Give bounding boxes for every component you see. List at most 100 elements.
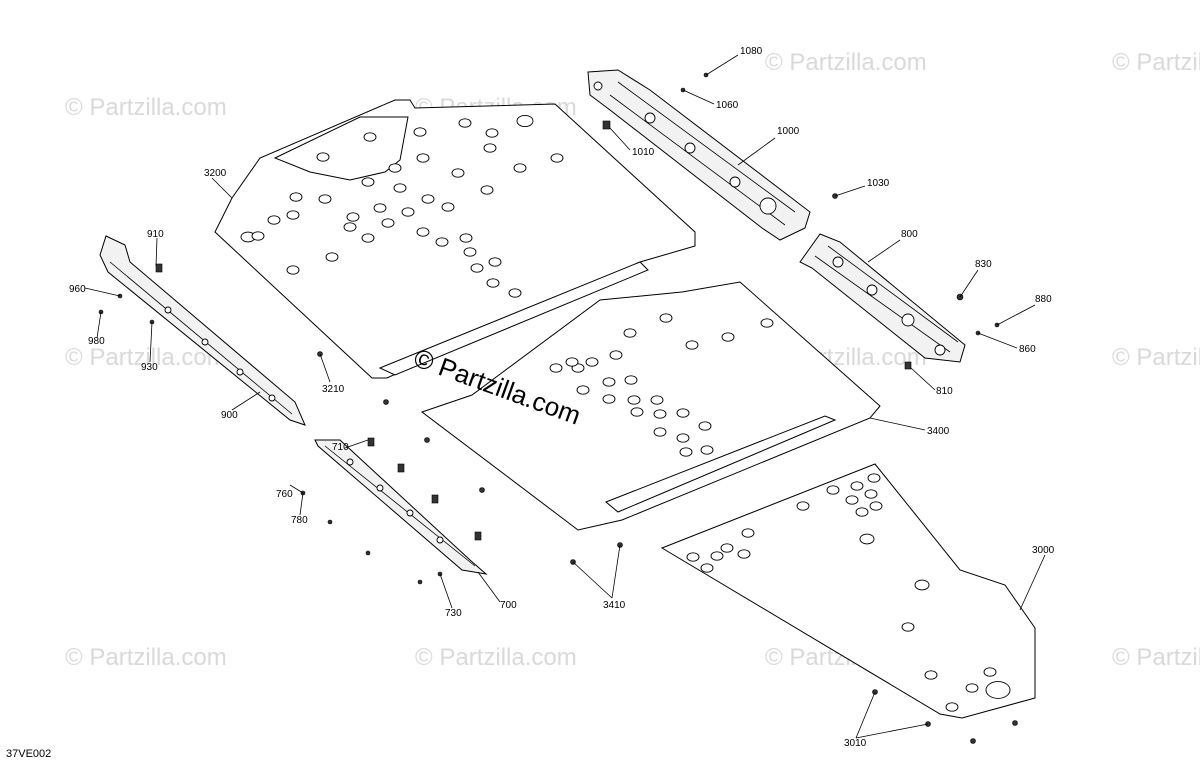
callout-1010: 1010 <box>632 147 655 158</box>
plate-hole <box>267 215 281 225</box>
plate-hole <box>679 447 693 457</box>
plate-hole <box>741 528 755 538</box>
plate-hole <box>381 218 395 228</box>
callout-910: 910 <box>147 229 164 240</box>
plate-hole <box>676 408 690 418</box>
plate-hole <box>700 563 714 573</box>
plate-hole <box>826 485 840 495</box>
plate-hole <box>901 622 915 632</box>
watermark-text: © Partzilla.com <box>415 644 577 671</box>
plate-hole <box>508 288 522 298</box>
plate-hole <box>463 247 477 257</box>
plate-hole <box>685 340 699 350</box>
plate-3200-holes <box>240 114 564 298</box>
plate-hole <box>623 328 637 338</box>
plate-hole <box>486 278 500 288</box>
watermark-text: © Partzilla.com <box>1112 344 1200 371</box>
callout-780: 780 <box>291 515 308 526</box>
plate-hole <box>653 409 667 419</box>
plate-hole <box>676 433 690 443</box>
callout-labels: 1080 1060 1010 1000 1030 800 830 880 860… <box>69 46 1055 749</box>
plate-hole <box>760 318 774 328</box>
plate-hole <box>286 210 300 220</box>
plate-hole <box>286 265 300 275</box>
plate-hole <box>965 683 979 693</box>
callout-1060: 1060 <box>716 100 739 111</box>
rail-800 <box>799 233 966 363</box>
plate-hole <box>516 114 534 128</box>
callout-3010: 3010 <box>844 738 867 749</box>
plate-hole <box>855 507 869 517</box>
plate-hole <box>720 543 734 553</box>
plate-hole <box>686 552 700 562</box>
plate-hole <box>325 252 339 262</box>
plate-hole <box>721 332 735 342</box>
plate-hole <box>346 212 360 222</box>
plate-hole <box>985 681 1011 699</box>
fasteners <box>98 72 1018 744</box>
plate-hole <box>659 313 673 323</box>
plate-hole <box>318 194 332 204</box>
callout-1030: 1030 <box>867 178 890 189</box>
callout-960: 960 <box>69 284 86 295</box>
plate-hole <box>602 394 616 404</box>
plate-hole <box>289 192 303 202</box>
plate-hole <box>488 257 502 267</box>
plate-hole <box>700 445 714 455</box>
watermark-text: © Partzilla.com <box>1112 49 1200 76</box>
callout-930: 930 <box>141 362 158 373</box>
rail-700 <box>314 439 488 575</box>
plate-hole <box>470 263 484 273</box>
callout-980: 980 <box>88 336 105 347</box>
diagram-code: 37VE002 <box>6 748 51 760</box>
plate-hole <box>459 233 473 243</box>
plate-hole <box>630 407 644 417</box>
plate-hole <box>550 153 564 163</box>
plate-hole <box>549 363 563 373</box>
watermark-text: © Partzilla.com <box>65 644 227 671</box>
callout-3410: 3410 <box>603 600 626 611</box>
plate-hole <box>650 395 664 405</box>
watermark-text: © Partzilla.com <box>65 94 227 121</box>
plate-hole <box>421 194 435 204</box>
plate-hole <box>609 350 623 360</box>
leader-lines <box>84 54 1046 739</box>
callout-710: 710 <box>332 442 349 453</box>
plate-hole <box>483 143 497 153</box>
plate-hole <box>710 551 724 561</box>
plate-hole <box>627 395 641 405</box>
plate-hole <box>914 579 930 591</box>
callout-800: 800 <box>901 229 918 240</box>
plate-hole <box>864 489 878 499</box>
plate-3000 <box>660 463 1036 719</box>
plate-hole <box>441 202 455 212</box>
plate-hole <box>458 118 472 128</box>
plate-hole <box>513 163 527 173</box>
plate-hole <box>869 501 883 511</box>
callout-900: 900 <box>221 410 238 421</box>
plate-hole <box>845 495 859 505</box>
watermark-text: © Partzilla.com <box>1112 644 1200 671</box>
callout-860: 860 <box>1019 344 1036 355</box>
plate-hole <box>343 222 357 232</box>
plate-3400-holes <box>549 313 774 457</box>
plate-hole <box>602 377 616 387</box>
plate-hole <box>435 237 449 247</box>
rail-900 <box>99 235 306 426</box>
plate-hole <box>361 177 375 187</box>
plate-hole <box>585 357 599 367</box>
plate-hole <box>859 533 875 545</box>
plate-hole <box>361 233 375 243</box>
plate-hole <box>451 168 465 178</box>
callout-700: 700 <box>500 600 517 611</box>
plate-3000-holes <box>686 473 1011 712</box>
plate-3200 <box>214 99 696 379</box>
callout-760: 760 <box>276 489 293 500</box>
plate-hole <box>576 385 590 395</box>
watermark-text: © Partzilla.com <box>765 49 927 76</box>
plate-hole <box>565 357 579 367</box>
callout-1080: 1080 <box>740 46 763 57</box>
plate-hole <box>945 702 959 712</box>
plate-hole <box>698 421 712 431</box>
